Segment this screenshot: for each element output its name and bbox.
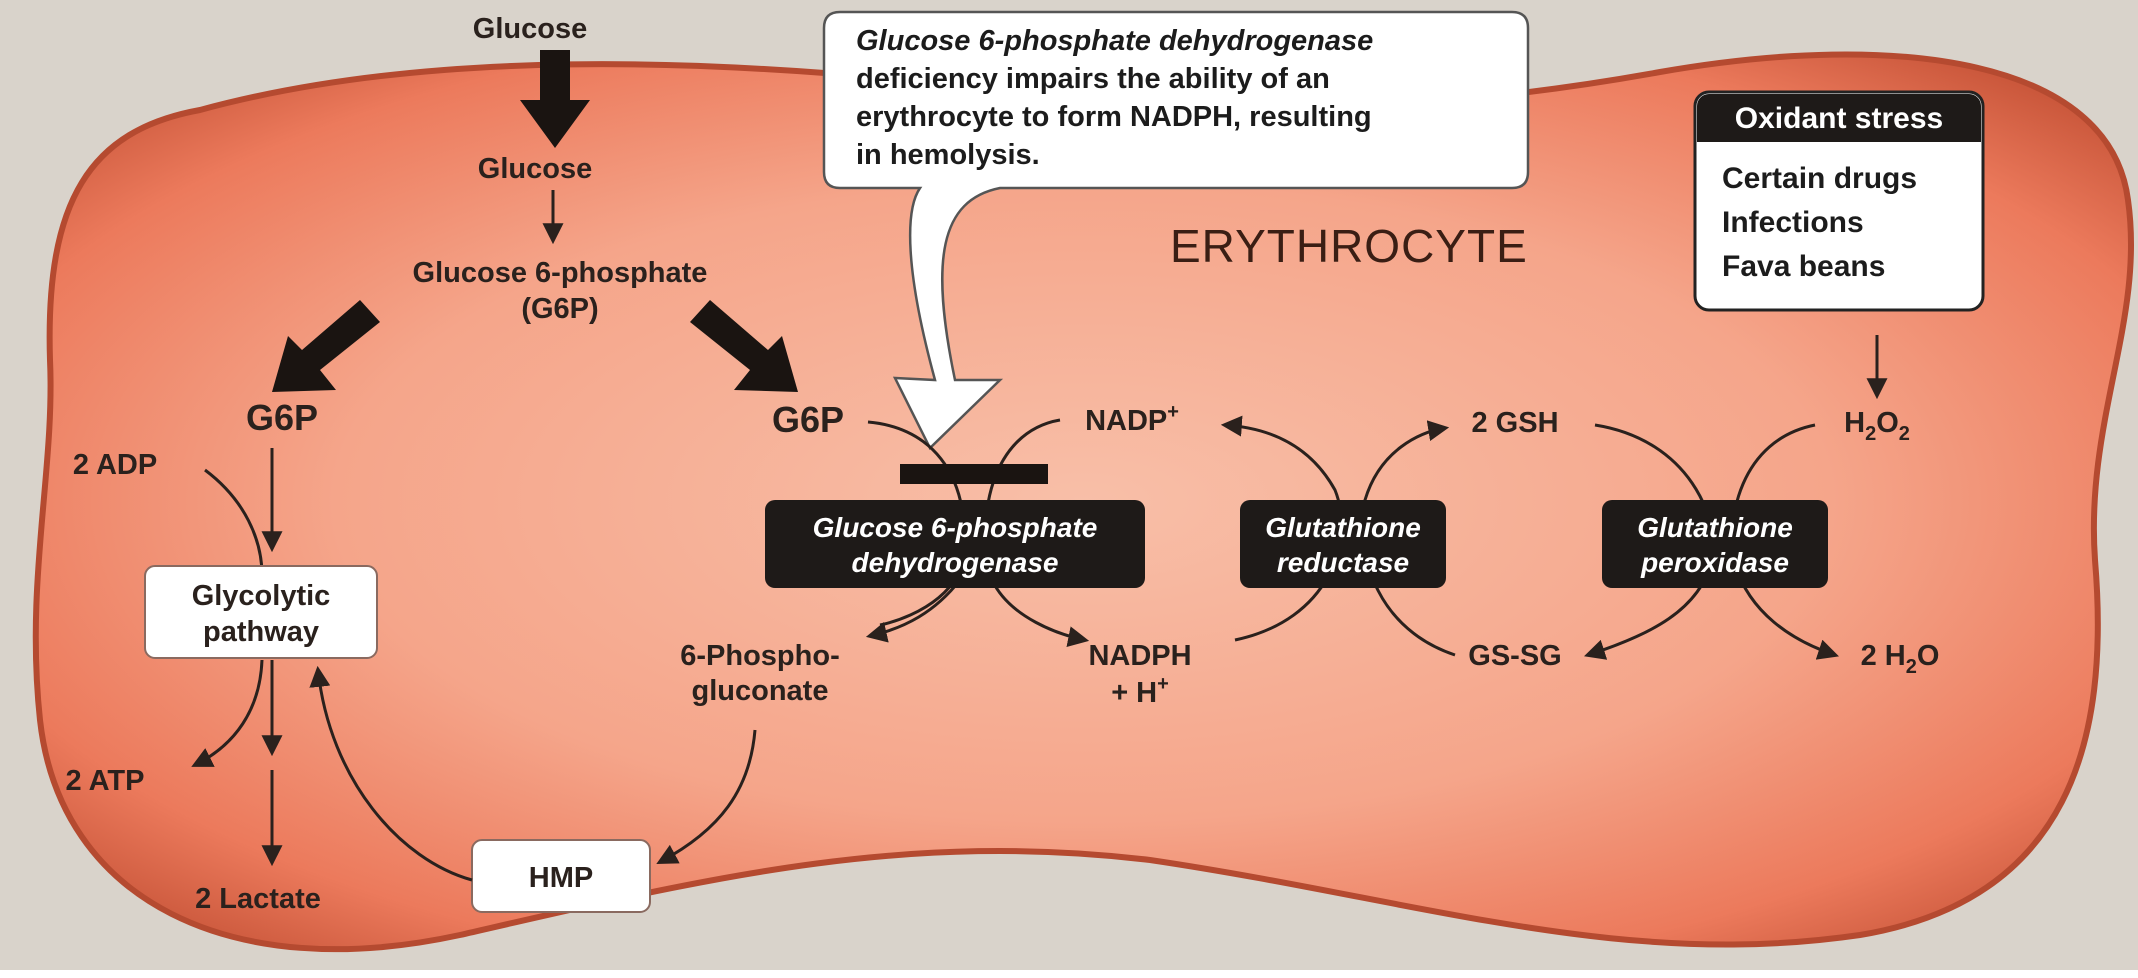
glycolytic-label-1: Glycolytic [192, 580, 331, 612]
g6pd-enzyme-box [765, 500, 1145, 588]
phosphogluconate-to-hmp-arrow [656, 729, 757, 864]
glucose-inside-label: Glucose [478, 153, 592, 185]
g6p-full-label: Glucose 6-phosphate [413, 257, 708, 289]
glycolytic-pathway-box [144, 565, 378, 659]
adp-curve [204, 468, 264, 576]
oxidant-stress-header-fill [1697, 120, 1981, 142]
glucose-outside-label: Glucose [473, 13, 587, 45]
atp-curve-arrow [191, 659, 264, 767]
lactate-label: 2 Lactate [195, 883, 321, 915]
phosphogluconate-label-2: gluconate [692, 675, 829, 707]
gsh-label: 2 GSH [1471, 407, 1558, 439]
h2o2-label: H2O2 [1844, 407, 1910, 445]
glutathione-peroxidase-box [1602, 500, 1828, 588]
gssg-label: GS-SG [1468, 640, 1561, 672]
callout-line-4: in hemolysis. [856, 139, 1040, 171]
g6p-abbrev-label: (G6P) [521, 293, 598, 325]
bottom-strip [0, 970, 2138, 978]
thick-arrow-right [690, 300, 798, 392]
hmp-label: HMP [529, 862, 593, 894]
oxidant-item-2: Infections [1722, 206, 1864, 239]
nadph-h-label: + H+ [1111, 673, 1169, 709]
gr-label-1: Glutathione [1265, 512, 1421, 543]
gr-label-2: reductase [1277, 547, 1409, 578]
oxidant-stress-header: Oxidant stress [1735, 102, 1943, 135]
hmp-to-glycolysis-arrow [309, 665, 473, 882]
phosphogluconate-label-1: 6-Phospho- [680, 640, 840, 672]
callout-line-1: Glucose 6-phosphate dehydrogenase [856, 25, 1373, 57]
atp-label: 2 ATP [66, 765, 145, 797]
g6p-left-label: G6P [246, 397, 318, 438]
glycolytic-label-2: pathway [203, 616, 319, 648]
erythrocyte-label: ERYTHROCYTE [1170, 220, 1528, 272]
phosphogluconate-arrow [865, 579, 962, 643]
nadph-label: NADPH [1088, 640, 1191, 672]
g6pd-label-2: dehydrogenase [852, 547, 1059, 578]
g6p-right-label: G6P [772, 399, 844, 440]
gpx-label-1: Glutathione [1637, 512, 1793, 543]
nadph-to-nadp-curve [1220, 415, 1343, 642]
glutathione-reductase-box [1240, 500, 1446, 588]
nadp-label: NADP+ [1085, 401, 1179, 437]
oxidant-stress-box [1693, 90, 1985, 312]
callout-box [822, 10, 1530, 451]
gpx-label-2: peroxidase [1640, 547, 1789, 578]
adp-label: 2 ADP [73, 449, 157, 481]
callout-line-3: erythrocyte to form NADPH, resulting [856, 101, 1372, 133]
callout-line-2: deficiency impairs the ability of an [856, 63, 1330, 95]
thick-arrow-left [272, 300, 380, 392]
glucose-entry-arrow [520, 50, 590, 148]
g6pd-block-bar [900, 464, 1048, 484]
hmp-box [471, 839, 651, 913]
oxidant-item-1: Certain drugs [1722, 162, 1917, 195]
water-label: 2 H2O [1861, 640, 1940, 678]
oxidant-item-3: Fava beans [1722, 250, 1885, 283]
g6pd-label-1: Glucose 6-phosphate [813, 512, 1098, 543]
